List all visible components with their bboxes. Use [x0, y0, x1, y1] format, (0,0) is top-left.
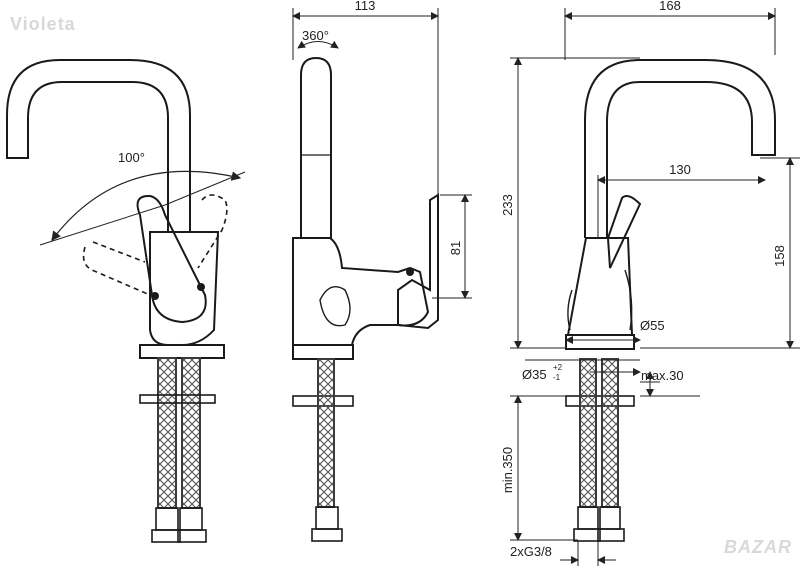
spout-reach-label: 130 [669, 162, 691, 177]
side-view-hose [317, 358, 335, 508]
side-view-dimensions [292, 8, 472, 299]
lever-height-label: 81 [448, 241, 463, 255]
side-view-body [292, 237, 430, 346]
side-view [292, 56, 439, 542]
lever-angle-arc [51, 170, 242, 241]
lever-view-spout [6, 59, 191, 233]
max-thickness-label: max.30 [641, 368, 684, 383]
base-diameter-label: Ø55 [640, 318, 665, 333]
front-width-label: 168 [659, 0, 681, 13]
lever-view-body [149, 231, 220, 346]
lever-view-ghost-left [82, 246, 151, 296]
lever-view-hose-right [181, 357, 201, 509]
side-width-label: 113 [355, 0, 376, 13]
front-view-body [566, 237, 634, 336]
side-view-base [292, 344, 354, 360]
front-view-spout [584, 59, 776, 238]
brand-logo: BAZAR [724, 537, 792, 557]
watermark-logo: Violeta [10, 14, 76, 34]
connection-label: 2xG3/8 [510, 544, 552, 559]
side-view-lever [397, 193, 439, 330]
hole-tol-plus: +2 [553, 363, 563, 372]
spout-height-label: 158 [772, 245, 787, 267]
front-view-hose-right [601, 358, 619, 508]
lever-angle-label: 100° [118, 150, 145, 165]
hole-tol-minus: -1 [553, 373, 561, 382]
front-view-hose-left [579, 358, 597, 508]
hose-length-label: min.350 [500, 447, 515, 493]
front-view-base [565, 334, 635, 350]
lever-view-hose-left [157, 357, 177, 509]
front-view-dimensions [510, 8, 800, 566]
total-height-label: 233 [500, 194, 515, 216]
front-view-lever [606, 195, 642, 269]
hole-diameter-label: Ø35 [522, 367, 547, 382]
lever-view [6, 59, 246, 543]
lever-view-base [139, 344, 225, 359]
lever-view-handle [136, 194, 207, 324]
side-view-spout [300, 56, 332, 238]
swivel-label: 360° [302, 28, 329, 43]
front-view [565, 59, 776, 542]
